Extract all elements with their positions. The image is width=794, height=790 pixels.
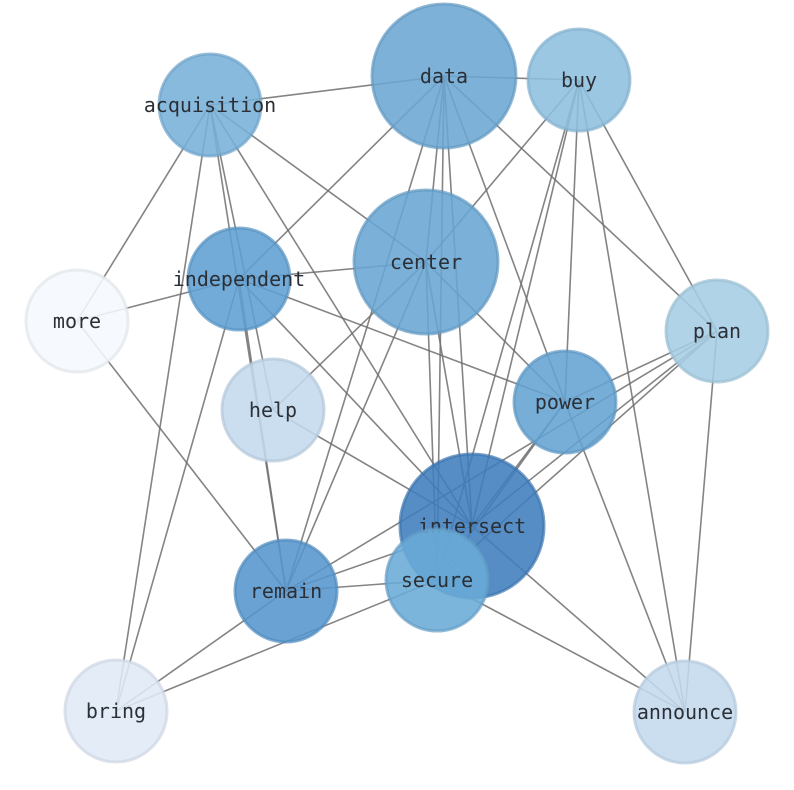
node-help[interactable]: help <box>220 357 326 463</box>
node-label: plan <box>693 319 741 343</box>
node-center[interactable]: center <box>352 188 500 336</box>
node-circle <box>63 658 169 764</box>
node-label: announce <box>637 700 733 724</box>
node-more[interactable]: more <box>24 268 130 374</box>
node-circle <box>233 538 339 644</box>
edge-independent-power <box>238 278 566 403</box>
edge-power-announce <box>564 401 686 713</box>
node-label: data <box>420 64 468 88</box>
node-circle <box>384 527 490 633</box>
edge-data-remain <box>285 75 445 592</box>
edge-acquisition-bring <box>115 104 211 712</box>
node-circle <box>352 188 500 336</box>
node-circle <box>632 659 738 765</box>
edge-independent-bring <box>115 278 240 712</box>
node-circle <box>186 226 292 332</box>
node-label: center <box>390 250 462 274</box>
node-circle <box>664 278 770 384</box>
node-data[interactable]: data <box>370 2 518 150</box>
edge-acquisition-intersect <box>209 104 473 527</box>
node-announce[interactable]: announce <box>632 659 738 765</box>
edge-more-remain <box>76 320 287 592</box>
node-label: secure <box>401 568 473 592</box>
node-power[interactable]: power <box>512 349 618 455</box>
node-label: help <box>249 398 297 422</box>
node-circle <box>220 357 326 463</box>
edge-secure-bring <box>115 579 438 712</box>
node-label: power <box>535 390 595 414</box>
node-label: remain <box>250 579 322 603</box>
node-circle <box>526 27 632 133</box>
node-circle <box>24 268 130 374</box>
node-label: independent <box>173 267 305 291</box>
edge-buy-intersect <box>471 79 580 527</box>
node-circle <box>512 349 618 455</box>
node-independent[interactable]: independent <box>173 226 305 332</box>
node-label: buy <box>561 68 597 92</box>
node-bring[interactable]: bring <box>63 658 169 764</box>
node-label: bring <box>86 699 146 723</box>
node-buy[interactable]: buy <box>526 27 632 133</box>
node-circle <box>370 2 518 150</box>
node-acquisition[interactable]: acquisition <box>144 52 276 158</box>
node-secure[interactable]: secure <box>384 527 490 633</box>
node-remain[interactable]: remain <box>233 538 339 644</box>
node-label: more <box>53 309 101 333</box>
node-circle <box>157 52 263 158</box>
edge-plan-announce <box>684 330 718 713</box>
node-plan[interactable]: plan <box>664 278 770 384</box>
node-label: acquisition <box>144 93 276 117</box>
edge-buy-announce <box>578 79 686 713</box>
edge-buy-power <box>564 79 580 403</box>
